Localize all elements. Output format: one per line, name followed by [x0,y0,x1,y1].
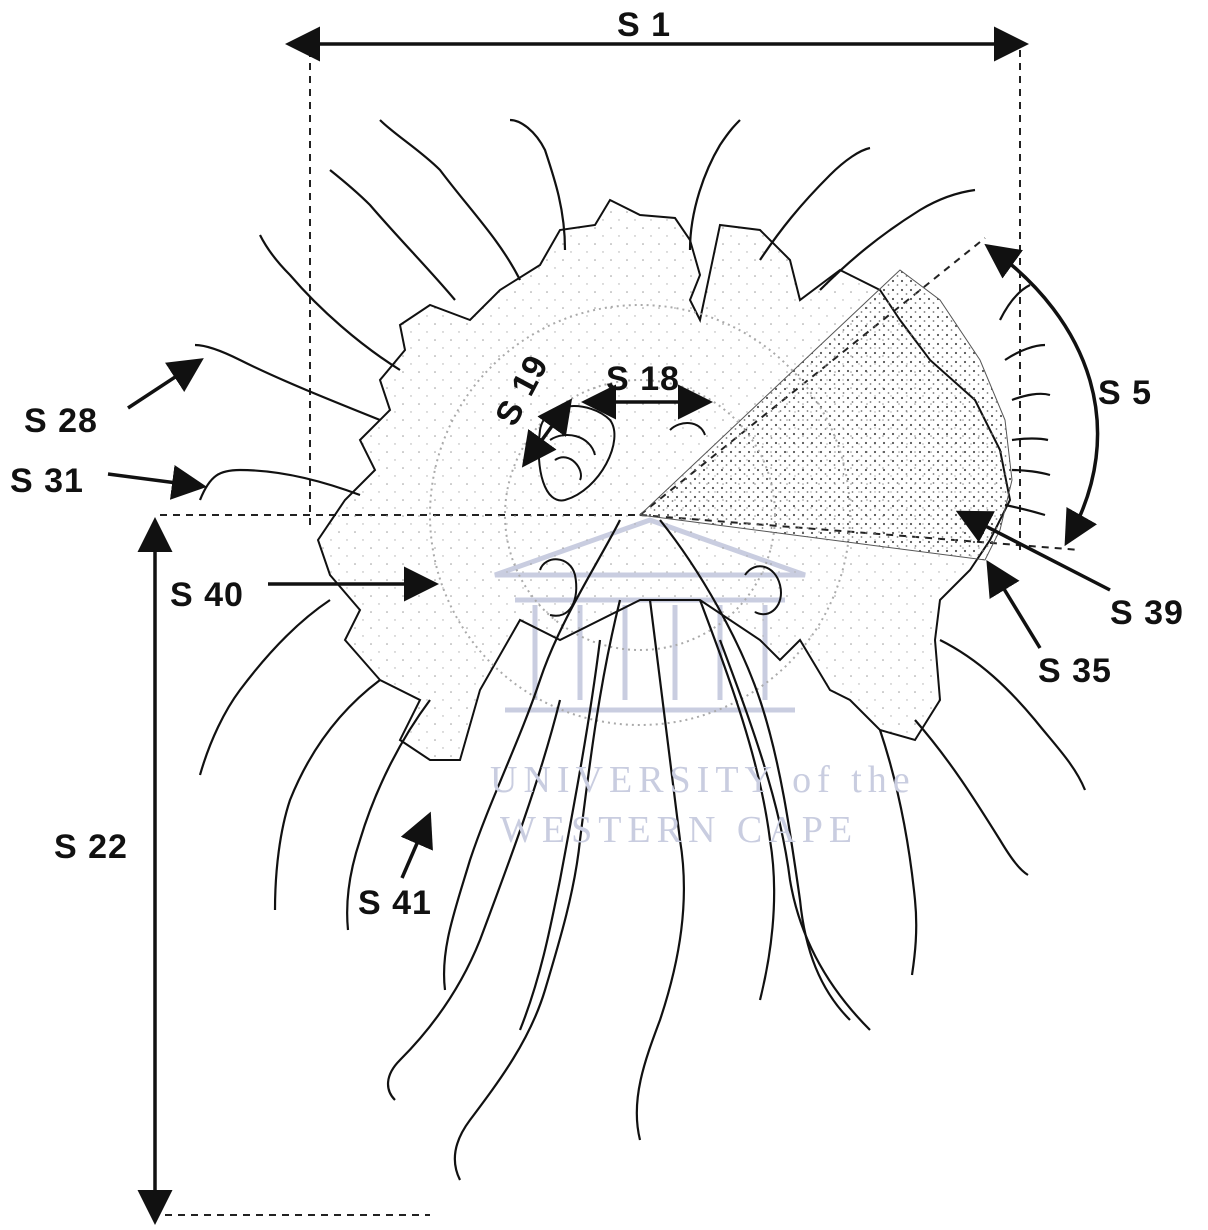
label-s31: S 31 [10,462,84,501]
label-s5: S 5 [1098,374,1152,413]
label-s41: S 41 [358,884,432,923]
label-s22: S 22 [54,828,128,867]
label-s1: S 1 [617,6,671,45]
s35-arrow [990,566,1040,648]
watermark-text-line2: WESTERN CAPE [500,808,858,852]
s28-arrow [128,362,198,408]
watermark-text-line1: UNIVERSITY of the [490,758,916,802]
label-s18: S 18 [606,360,680,399]
s31-arrow [108,474,200,486]
s41-arrow [402,818,428,878]
label-s35: S 35 [1038,652,1112,691]
label-s28: S 28 [24,402,98,441]
label-s40: S 40 [170,576,244,615]
label-s39: S 39 [1110,594,1184,633]
